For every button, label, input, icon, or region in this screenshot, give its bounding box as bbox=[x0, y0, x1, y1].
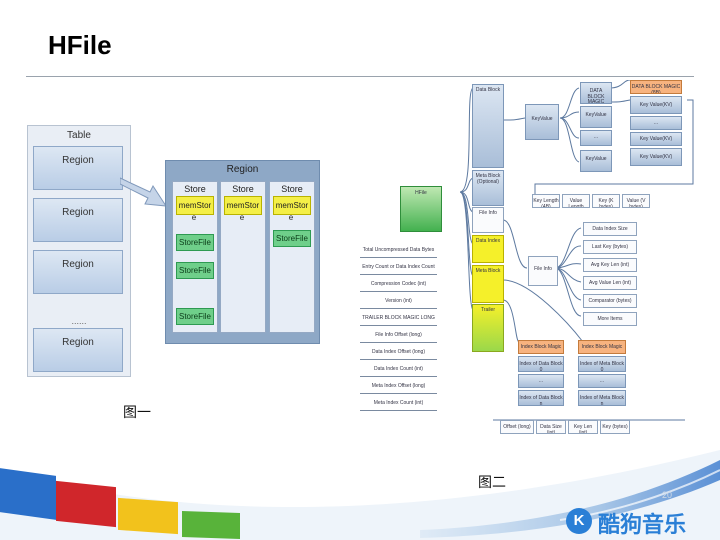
hfile-node: HFile bbox=[400, 186, 442, 232]
memstore: memStor bbox=[273, 196, 311, 215]
data-block-node: KeyValue bbox=[525, 104, 559, 140]
kv-field: Key (K bytes) bbox=[592, 194, 620, 208]
meta-index-entry: Index of Meta Block 0 bbox=[578, 356, 626, 372]
memstore-tail: e bbox=[288, 213, 294, 222]
trailer-field: TRAILER BLOCK MAGIC LONG bbox=[360, 311, 437, 326]
kv-item: Key Value(KV) bbox=[630, 132, 682, 146]
trailer-field: Meta Index Count (int) bbox=[360, 396, 437, 411]
memstore-tail: e bbox=[191, 213, 197, 222]
file-info-item: Avg Value Len (int) bbox=[583, 276, 637, 290]
table-diagram: Table Region Region Region ...... Region bbox=[27, 125, 131, 377]
kugou-logo-icon: K bbox=[566, 508, 592, 534]
store-label: Store bbox=[232, 184, 254, 194]
kv-item: ... bbox=[630, 116, 682, 130]
data-block-magic: DATA BLOCK MAGIC bbox=[580, 82, 612, 104]
index-entry: Index of Data Block 0 bbox=[518, 356, 564, 372]
hfile-connectors bbox=[459, 80, 694, 421]
store-1: Store memStor e StoreFile StoreFile Stor… bbox=[172, 181, 218, 333]
index-entry: Index of Data Block n bbox=[518, 390, 564, 406]
store-2: Store memStor e bbox=[220, 181, 266, 333]
block-magic-header: DATA BLOCK MAGIC (8B) bbox=[630, 80, 682, 94]
section-meta-index: Meta Block bbox=[472, 265, 504, 303]
meta-index-entry: Index of Meta Block n bbox=[578, 390, 626, 406]
trailer-field: Version (int) bbox=[360, 294, 437, 309]
region-label: Region bbox=[226, 164, 259, 175]
page-title: HFile bbox=[48, 30, 112, 60]
title-divider bbox=[26, 76, 694, 77]
store-label: Store bbox=[184, 184, 206, 194]
memstore-tail: e bbox=[239, 213, 245, 222]
footer-band-green bbox=[182, 510, 240, 540]
section-meta-block-optional: Meta Block (Optional) bbox=[472, 170, 504, 206]
storefile: StoreFile bbox=[176, 234, 214, 251]
index-field: Key (bytes) bbox=[600, 420, 630, 434]
index-magic-header: Index Block Magic bbox=[578, 340, 626, 354]
meta-index-entry: ... bbox=[578, 374, 626, 388]
section-data-block: Data Block bbox=[472, 84, 504, 168]
table-region-3: Region bbox=[33, 250, 123, 294]
file-info-node: File Info bbox=[528, 256, 558, 286]
memstore: memStor bbox=[176, 196, 214, 215]
file-info-item: Comparator (bytes) bbox=[583, 294, 637, 308]
keyvalue-node: KeyValue bbox=[580, 106, 612, 128]
figure2-caption: 图二 bbox=[478, 476, 506, 491]
file-info-item: Last Key (bytes) bbox=[583, 240, 637, 254]
section-trailer: Trailer bbox=[472, 304, 504, 352]
index-field: Offset (long) bbox=[500, 420, 534, 434]
footer-band-red bbox=[56, 480, 116, 528]
memstore: memStor bbox=[224, 196, 262, 215]
storefile: StoreFile bbox=[176, 262, 214, 279]
table-region-4: Region bbox=[33, 328, 123, 372]
kv-item: Key Value(KV) bbox=[630, 96, 682, 114]
figure1-caption: 图一 bbox=[123, 406, 151, 421]
footer-band-yellow bbox=[118, 497, 178, 535]
table-region-2: Region bbox=[33, 198, 123, 242]
index-field: Data Size (int) bbox=[536, 420, 566, 434]
file-info-item: More Items bbox=[583, 312, 637, 326]
table-label: Table bbox=[67, 130, 91, 141]
storefile: StoreFile bbox=[176, 308, 214, 325]
section-file-info: File Info bbox=[472, 207, 504, 233]
region-arrow bbox=[120, 177, 167, 207]
trailer-field: Meta Index Offset (long) bbox=[360, 379, 437, 394]
trailer-field: Data Index Offset (long) bbox=[360, 345, 437, 360]
keyvalue-node: KeyValue bbox=[580, 150, 612, 172]
table-ellipsis: ...... bbox=[71, 316, 87, 326]
kv-field: Key Length (4B) bbox=[532, 194, 560, 208]
trailer-field: Entry Count or Data Index Count (int) bbox=[360, 260, 437, 284]
trailer-field: Total Uncompressed Data Bytes (long) bbox=[360, 243, 437, 267]
file-info-item: Avg Key Len (int) bbox=[583, 258, 637, 272]
region-detail: Region Store memStor e StoreFile StoreFi… bbox=[165, 160, 320, 344]
index-magic-header: Index Block Magic bbox=[518, 340, 564, 354]
table-region-1: Region bbox=[33, 146, 123, 190]
trailer-field: Compression Codec (int) bbox=[360, 277, 437, 292]
page-number: 20 bbox=[662, 490, 673, 500]
keyvalue-ellipsis: ... bbox=[580, 130, 612, 146]
store-label: Store bbox=[281, 184, 303, 194]
index-field: Key Len (int) bbox=[568, 420, 598, 434]
section-data-index: Data Index bbox=[472, 235, 504, 263]
brand-name: 酷狗音乐 bbox=[598, 512, 687, 537]
kv-field: Value (V bytes) bbox=[622, 194, 650, 208]
trailer-field: Data Index Count (int) bbox=[360, 362, 437, 377]
trailer-field: File Info Offset (long) bbox=[360, 328, 437, 343]
kv-item: Key Value(KV) bbox=[630, 148, 682, 166]
storefile: StoreFile bbox=[273, 230, 311, 247]
index-entry: ... bbox=[518, 374, 564, 388]
file-info-item: Data Index Size bbox=[583, 222, 637, 236]
footer-band-blue bbox=[0, 468, 56, 520]
store-3: Store memStor e StoreFile bbox=[269, 181, 315, 333]
kv-field: Value Length (4B) bbox=[562, 194, 590, 208]
